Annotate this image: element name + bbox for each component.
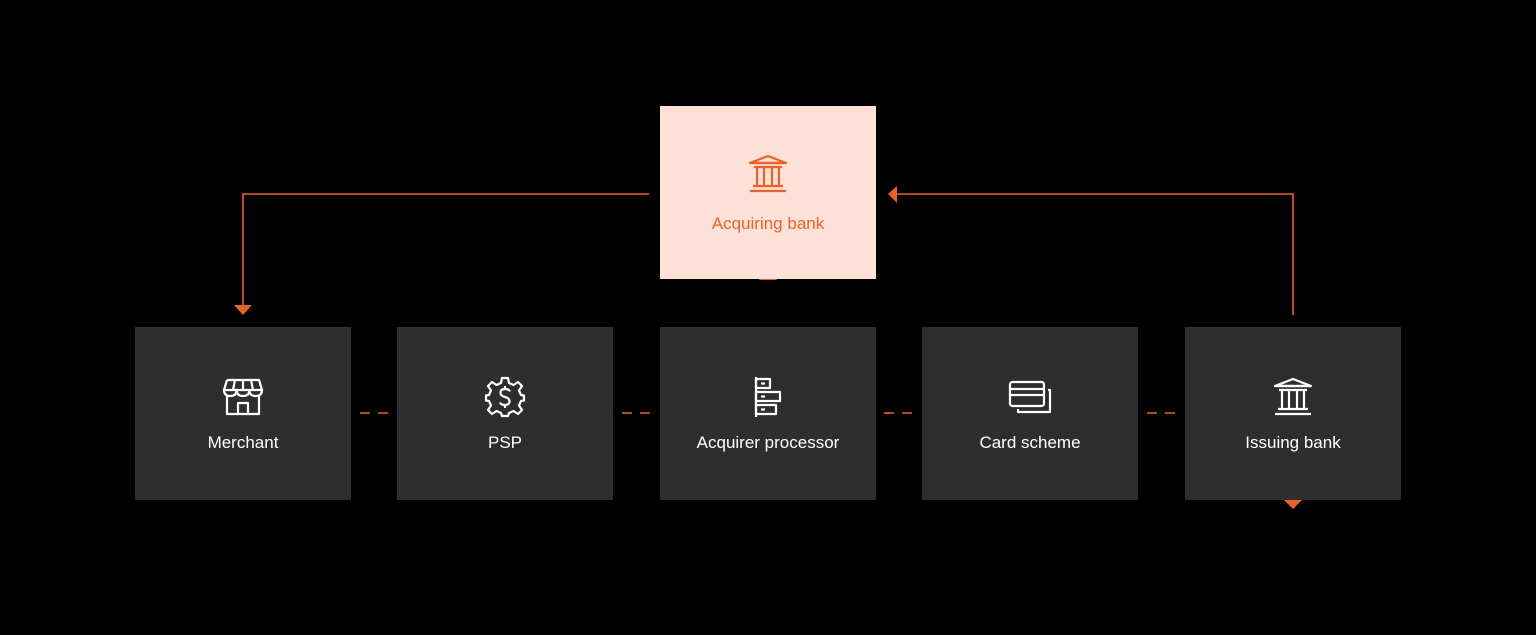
arrow-issuing-to-acquiring [896, 193, 1294, 315]
node-label: Acquiring bank [711, 213, 825, 233]
arrow-acquiring-to-merchant [242, 193, 649, 306]
node-card-scheme: Card scheme [922, 327, 1138, 500]
dollar-gear-icon [484, 376, 526, 417]
arrowhead-acquiring [888, 186, 897, 203]
bank-icon [748, 154, 788, 192]
bank-icon [1273, 377, 1313, 415]
storefront-icon [222, 378, 264, 415]
node-label: PSP [487, 432, 523, 452]
credit-card-icon [1008, 380, 1052, 413]
node-merchant: Merchant [135, 327, 351, 500]
node-label: Issuing bank [1245, 432, 1341, 452]
node-acquiring-bank: Acquiring bank [660, 106, 876, 279]
node-issuing-bank: Issuing bank [1185, 327, 1401, 500]
arrowhead-merchant [234, 305, 252, 315]
node-psp: PSP [397, 327, 613, 500]
server-stack-icon [754, 376, 782, 417]
pointer-issuing-bottom [1284, 500, 1302, 509]
node-acquirer-processor: Acquirer processor [660, 327, 876, 500]
node-label: Card scheme [979, 432, 1081, 452]
node-label: Acquirer processor [696, 432, 840, 452]
node-label: Merchant [207, 432, 279, 452]
